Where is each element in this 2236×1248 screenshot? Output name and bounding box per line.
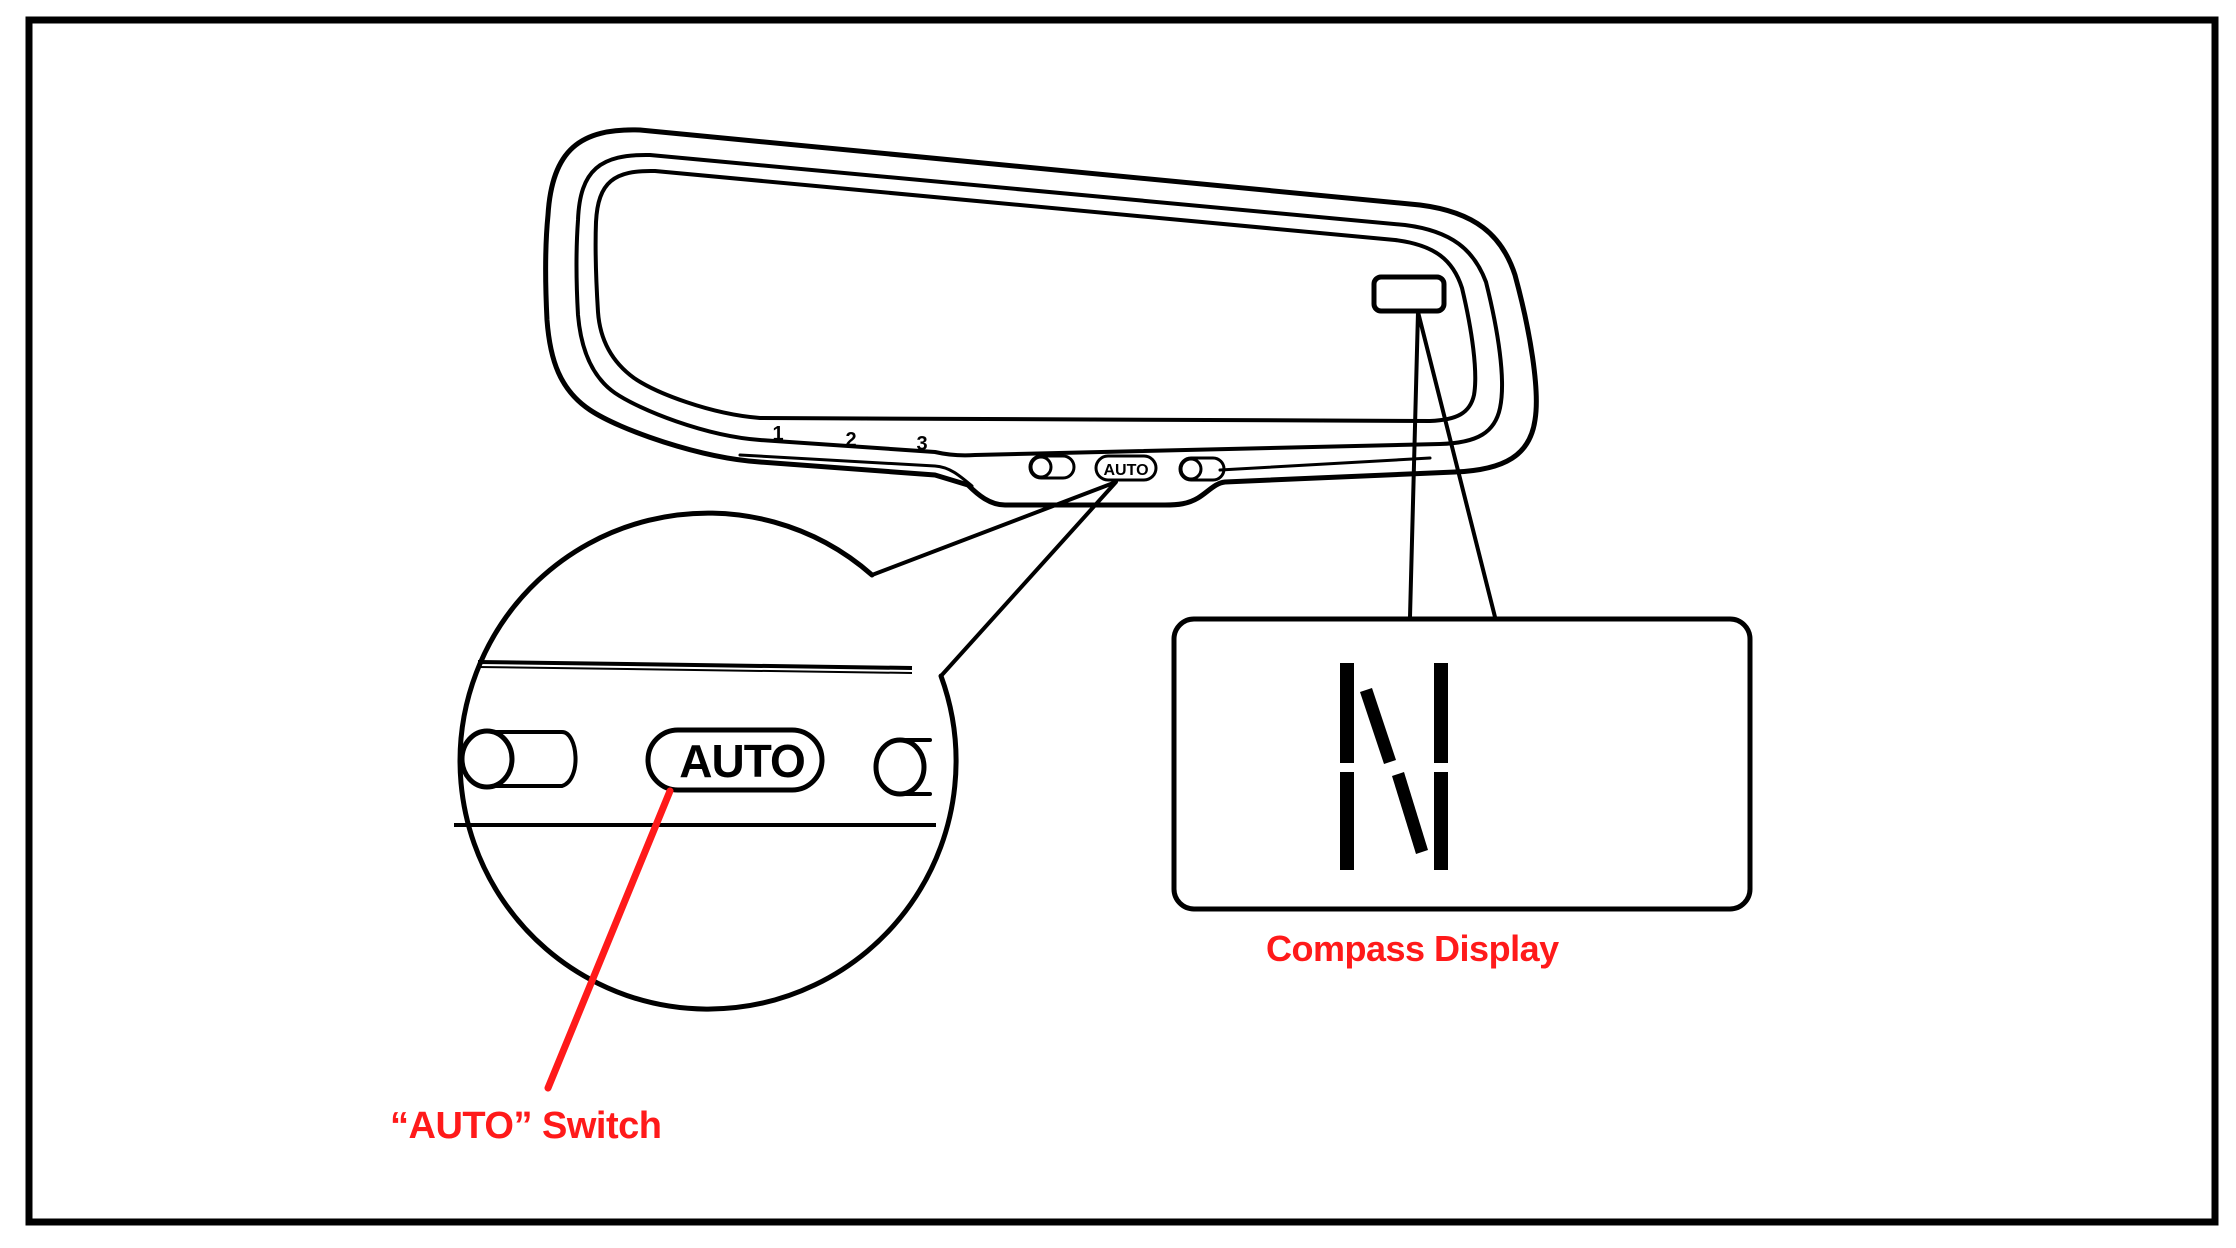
mirror-right-button[interactable]: [1178, 456, 1226, 482]
magnified-view: AUTO: [454, 480, 1118, 1012]
compass-display-caption: Compass Display: [1266, 928, 1559, 969]
magnifier-left-button[interactable]: [459, 728, 578, 790]
magnifier-strip-top-2: [477, 666, 913, 674]
mirror-housing-inner: [574, 152, 1505, 458]
mirror-left-button[interactable]: [1028, 454, 1076, 480]
magnifier-right-button[interactable]: [873, 737, 932, 797]
auto-switch-leader-line: [544, 787, 674, 1092]
diagram-frame: [25, 16, 2219, 1226]
compass-leader-lines: [1408, 310, 1497, 619]
auto-switch-caption: “AUTO” Switch: [390, 1105, 662, 1147]
preset-label-2: 2: [845, 429, 856, 451]
magnifier-circle: [457, 510, 959, 1012]
mirror-auto-button[interactable]: AUTO: [1094, 454, 1158, 482]
mirror-housing-outer: [543, 127, 1539, 508]
compass-display-box: [1171, 616, 1753, 912]
compass-direction-glyph: [1340, 663, 1448, 870]
mirror-lower-trim-2: [1218, 456, 1432, 472]
magnified-auto-button-label: AUTO: [679, 735, 805, 787]
preset-label-3: 3: [916, 433, 927, 455]
mirror-glass: [593, 168, 1478, 423]
magnified-auto-button[interactable]: AUTO: [645, 727, 825, 793]
compass-direction-text: N: [0, 0, 1, 1]
preset-label-1: 1: [772, 423, 783, 445]
mirror-auto-button-label: AUTO: [1103, 462, 1148, 479]
mirror-lower-trim: [738, 453, 974, 488]
compass-display-callout: N: [0, 0, 1753, 912]
magnifier-strip-top: [477, 660, 913, 670]
mirror-compass-window: [1371, 274, 1447, 314]
rearview-mirror: 1 2 3 AUTO: [543, 127, 1539, 508]
magnifier-leader-lines: [870, 480, 1118, 678]
